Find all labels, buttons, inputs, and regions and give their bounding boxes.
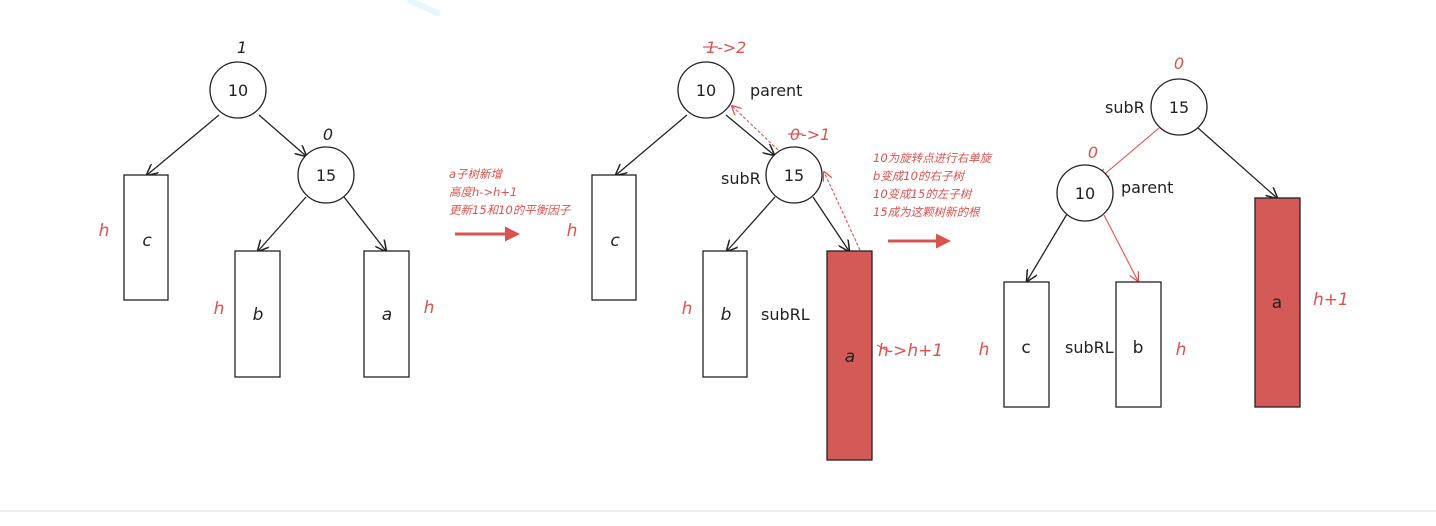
subRL-label: subRL <box>1065 338 1114 357</box>
node-15-label: 15 <box>1169 98 1189 117</box>
subtree-c <box>123 174 169 301</box>
parent-label: parent <box>750 81 802 100</box>
node-15 <box>765 146 823 204</box>
subtree-b-label: b <box>253 305 264 325</box>
note-2-line-2: b变成10的右子树 <box>873 169 965 183</box>
edge-15-to-a <box>812 196 849 251</box>
balance-factor-10: 1 <box>237 38 247 57</box>
node-10 <box>677 61 735 119</box>
height-c: h <box>567 221 578 241</box>
node-15-label: 15 <box>784 166 804 185</box>
edge-15-to-a <box>1197 127 1277 198</box>
height-b: h <box>1176 340 1187 360</box>
edge-10-to-c <box>147 114 220 175</box>
panel-2-after-insert: 10 1 ->2 parent 15 0 ->1 subR c h b h su… <box>567 38 943 461</box>
node-15 <box>1150 78 1208 136</box>
balance-factor-15-new: ->1 <box>801 125 830 144</box>
subtree-c <box>591 174 637 301</box>
height-a: h+1 <box>1313 290 1349 310</box>
edge-10-to-15 <box>725 114 774 155</box>
height-a-old: h <box>878 341 889 361</box>
edge-15-to-10 <box>1100 127 1160 178</box>
subtree-a-label: a <box>382 305 392 325</box>
height-c: h <box>99 221 110 241</box>
subR-label: subR <box>1105 98 1145 117</box>
subR-label: subR <box>721 169 761 188</box>
height-a-new: ->h+1 <box>887 341 943 361</box>
subtree-a <box>363 250 410 378</box>
strike-height-a-old <box>876 344 891 353</box>
height-b: h <box>682 299 693 319</box>
note-1-line-1: a子树新增 <box>449 167 504 181</box>
balance-factor-15: 0 <box>1174 54 1184 73</box>
subtree-c-label: c <box>610 231 620 251</box>
subtree-b <box>1115 281 1162 408</box>
panel-1-before-insert: 10 1 15 0 c h b h a h <box>99 38 435 378</box>
balance-factor-10: 0 <box>1088 143 1098 162</box>
node-10-label: 10 <box>696 81 716 100</box>
node-15 <box>297 146 355 204</box>
subtree-a-grown <box>826 250 873 461</box>
subtree-c-label: c <box>142 231 152 251</box>
edge-10-to-c <box>1027 213 1068 281</box>
note-1-line-2: 高度h->h+1 <box>449 185 517 199</box>
edge-15-to-a <box>343 196 386 251</box>
bottom-divider <box>0 510 1436 512</box>
subtree-b <box>702 250 748 378</box>
node-10-label: 10 <box>1075 184 1095 203</box>
edge-10-to-c <box>616 114 688 175</box>
panel-3-after-rotation: 15 0 subR 10 0 parent c h b h subRL a h+… <box>979 54 1349 408</box>
balance-factor-15: 0 <box>323 125 333 144</box>
node-10 <box>209 61 267 119</box>
decorative-stroke <box>406 0 442 17</box>
subtree-b <box>234 250 281 378</box>
subtree-a-grown <box>1254 197 1301 408</box>
note-2-line-1: 10为旋转点进行右单旋 <box>873 151 994 165</box>
edge-10-to-b <box>1103 214 1138 281</box>
subtree-c <box>1003 281 1050 408</box>
node-15-label: 15 <box>316 166 336 185</box>
note-1: a子树新增 高度h->h+1 更新15和10的平衡因子 <box>449 167 572 217</box>
node-10-label: 10 <box>228 81 248 100</box>
subtree-c-label: c <box>1021 338 1030 358</box>
edge-15-to-b <box>258 196 307 251</box>
balance-factor-10-new: ->2 <box>717 38 746 57</box>
subtree-b-label: b <box>1133 338 1144 358</box>
height-b: h <box>214 299 225 319</box>
note-2: 10为旋转点进行右单旋 b变成10的右子树 10变成15的左子树 15成为这颗树… <box>873 151 994 219</box>
node-10 <box>1056 164 1114 222</box>
subtree-a-label: a <box>845 347 855 367</box>
subtree-a-label: a <box>1272 293 1282 313</box>
subtree-b-label: b <box>721 305 732 325</box>
parent-label: parent <box>1121 178 1173 197</box>
edge-10-to-15 <box>258 114 306 156</box>
note-2-line-3: 10变成15的左子树 <box>873 187 973 201</box>
note-2-line-4: 15成为这颗树新的根 <box>873 205 981 219</box>
height-a: h <box>424 298 435 318</box>
update-path-15-to-10 <box>732 106 779 151</box>
note-1-line-3: 更新15和10的平衡因子 <box>449 203 572 217</box>
height-c: h <box>979 340 990 360</box>
edge-15-to-b <box>727 196 776 251</box>
subRL-label: subRL <box>761 305 810 324</box>
update-path-a-to-15 <box>824 172 861 251</box>
